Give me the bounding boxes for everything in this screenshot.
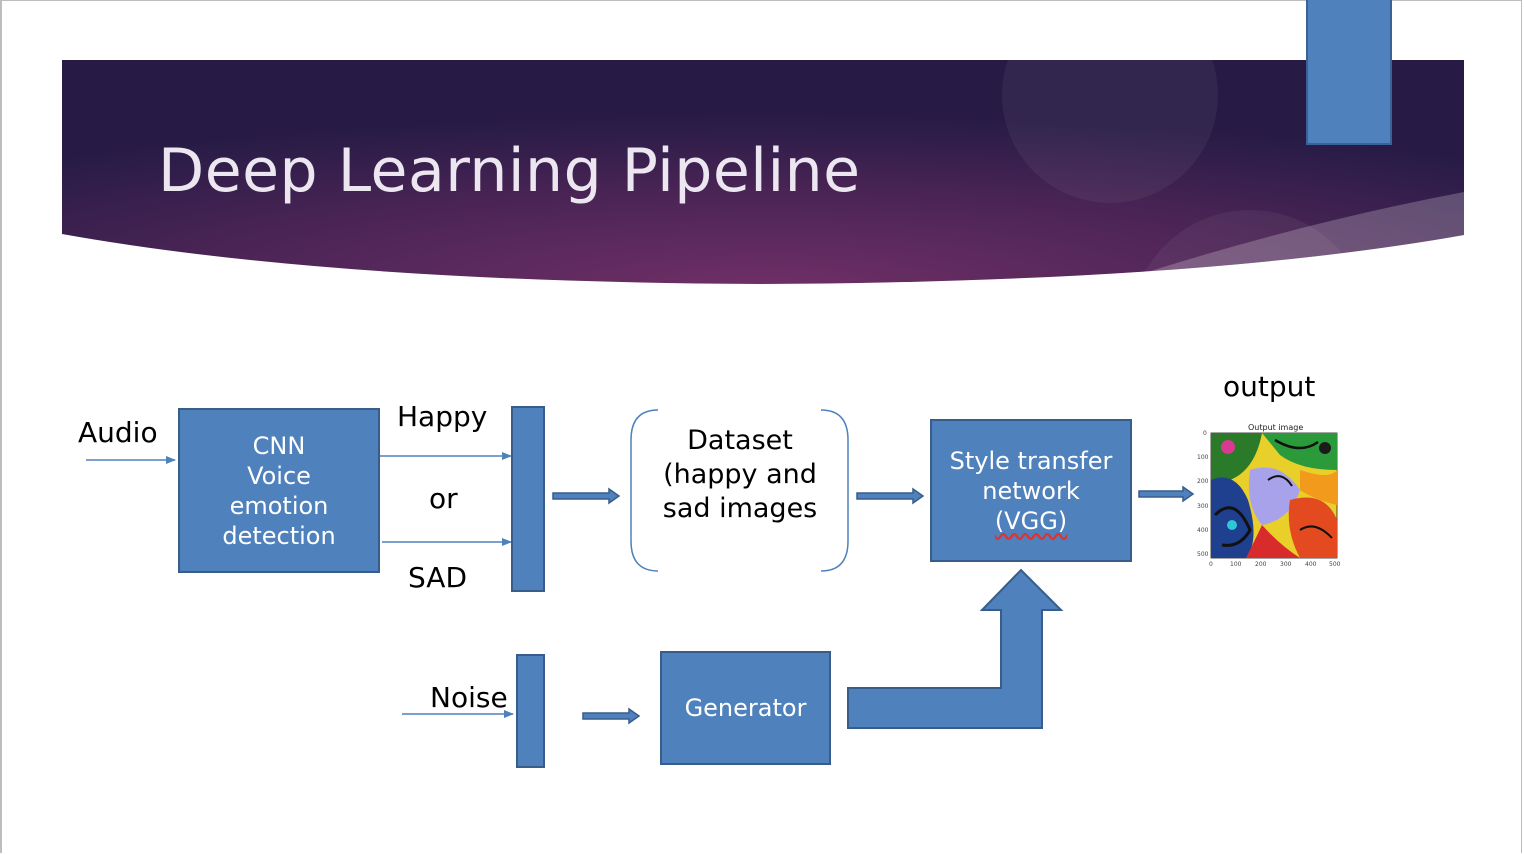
noise-bar [516, 654, 545, 768]
y-tick-5: 500 [1197, 551, 1209, 558]
sad-label: SAD [408, 561, 468, 594]
x-tick-4: 400 [1305, 561, 1317, 568]
cnn-line-4: detection [222, 521, 336, 550]
dataset-line-3: sad images [662, 493, 818, 524]
style-line-3: (VGG) [994, 506, 1068, 535]
audio-label: Audio [78, 416, 158, 449]
output-label: output [1223, 370, 1316, 403]
accent-tab [1306, 0, 1392, 145]
selector-bar [511, 406, 545, 592]
cnn-emotion-box: CNN Voice emotion detection [178, 408, 380, 573]
slide-title: Deep Learning Pipeline [158, 136, 861, 206]
x-tick-0: 0 [1209, 561, 1213, 568]
style-transfer-box: Style transfer network (VGG) [930, 419, 1132, 562]
style-line-1: Style transfer [949, 446, 1113, 475]
x-tick-5: 500 [1329, 561, 1341, 568]
output-image-title: Output image [1248, 423, 1304, 432]
block-arrow-to-style [856, 487, 925, 505]
y-tick-0: 0 [1203, 430, 1207, 437]
noise-label: Noise [430, 681, 508, 714]
bent-arrow-generator-to-style [847, 568, 1064, 729]
cnn-line-2: Voice [247, 461, 311, 490]
generator-label: Generator [684, 694, 807, 722]
or-label: or [429, 482, 458, 515]
dataset-bracket-right [820, 409, 849, 572]
block-arrow-to-generator [582, 707, 641, 725]
dataset-line-2: (happy and [663, 459, 817, 490]
output-image [1210, 432, 1338, 559]
y-tick-3: 300 [1197, 503, 1209, 510]
y-tick-2: 200 [1197, 478, 1209, 485]
cnn-line-1: CNN [252, 431, 306, 460]
dataset-line-1: Dataset [687, 425, 793, 456]
x-tick-2: 200 [1255, 561, 1267, 568]
cnn-line-3: emotion [229, 491, 329, 520]
y-tick-1: 100 [1197, 454, 1209, 461]
dataset-text: Dataset (happy and sad images [634, 424, 846, 526]
x-tick-3: 300 [1280, 561, 1292, 568]
block-arrow-to-dataset [552, 487, 621, 505]
generator-box: Generator [660, 651, 831, 765]
y-tick-4: 400 [1197, 527, 1209, 534]
dataset-bracket-left [630, 409, 659, 572]
block-arrow-to-output [1138, 485, 1195, 503]
happy-label: Happy [397, 400, 488, 433]
style-line-2: network [982, 476, 1080, 505]
x-tick-1: 100 [1230, 561, 1242, 568]
